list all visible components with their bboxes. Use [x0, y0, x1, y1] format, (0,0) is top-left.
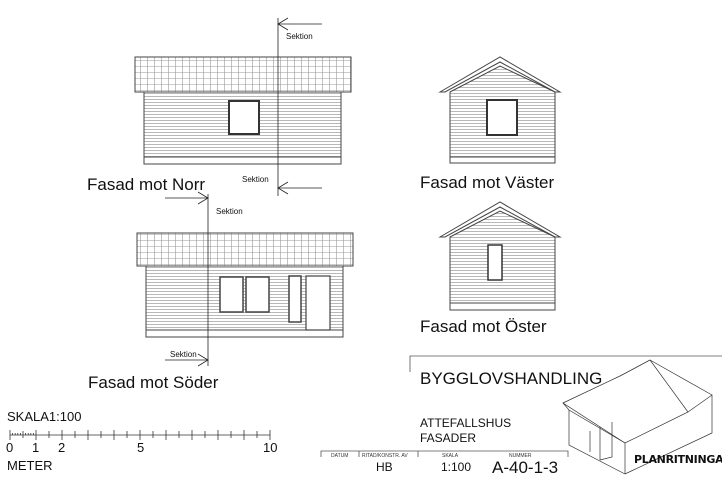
header-drawn-by: RITAD/KONSTR. AV [362, 453, 408, 459]
section-line-south [165, 191, 209, 367]
plinth [145, 329, 344, 338]
roof-tiles [136, 232, 354, 267]
facade-west-label: Fasad mot Väster [420, 173, 555, 192]
drawing-name: FASADER [420, 431, 476, 445]
scale-tick-label: 5 [137, 440, 144, 455]
section-label: Sektion [216, 207, 243, 216]
facade-west [438, 56, 562, 164]
facade-north-label: Fasad mot Norr [87, 175, 205, 194]
value-number: A-40-1-3 [492, 458, 558, 477]
scale-tick-label: 1 [32, 440, 39, 455]
status-title: BYGGLOVSHANDLING [420, 369, 602, 388]
roof-edge [438, 201, 562, 238]
window [228, 100, 260, 135]
window [487, 244, 503, 281]
window [486, 99, 518, 136]
section-line-north [277, 17, 322, 196]
logo-text: PLANRITNINGAR.SE [634, 453, 722, 466]
roof-tiles [134, 56, 352, 93]
sidelight-window [288, 275, 302, 323]
plinth [449, 302, 556, 311]
plinth [143, 156, 342, 165]
door [305, 275, 331, 331]
scale-unit: METER [7, 458, 53, 473]
roof-edge [438, 56, 562, 93]
value-scale: 1:100 [441, 460, 471, 474]
scale-tick-label: 2 [58, 440, 65, 455]
window [219, 276, 244, 313]
section-label: Sektion [170, 350, 197, 359]
header-scale: SKALA [442, 453, 459, 459]
header-number: NUMMER [509, 453, 532, 459]
scale-tick-label: 0 [6, 440, 13, 455]
facade-south [136, 232, 354, 338]
plinth [449, 156, 556, 164]
facade-north [134, 56, 352, 165]
window [245, 276, 270, 313]
section-label: Sektion [242, 175, 269, 184]
logo-house-illustration [562, 359, 713, 475]
scale-bar [9, 430, 271, 440]
scale-tick-label: 10 [263, 440, 277, 455]
scale-title: SKALA1:100 [7, 409, 81, 424]
header-date: DATUM [331, 453, 348, 459]
facade-east-label: Fasad mot Öster [420, 317, 547, 336]
project-name: ATTEFALLSHUS [420, 416, 511, 430]
facade-east [438, 201, 562, 311]
facade-south-label: Fasad mot Söder [88, 373, 219, 392]
value-drawn-by: HB [376, 460, 393, 474]
section-label: Sektion [286, 32, 313, 41]
title-block-frame [320, 355, 722, 457]
